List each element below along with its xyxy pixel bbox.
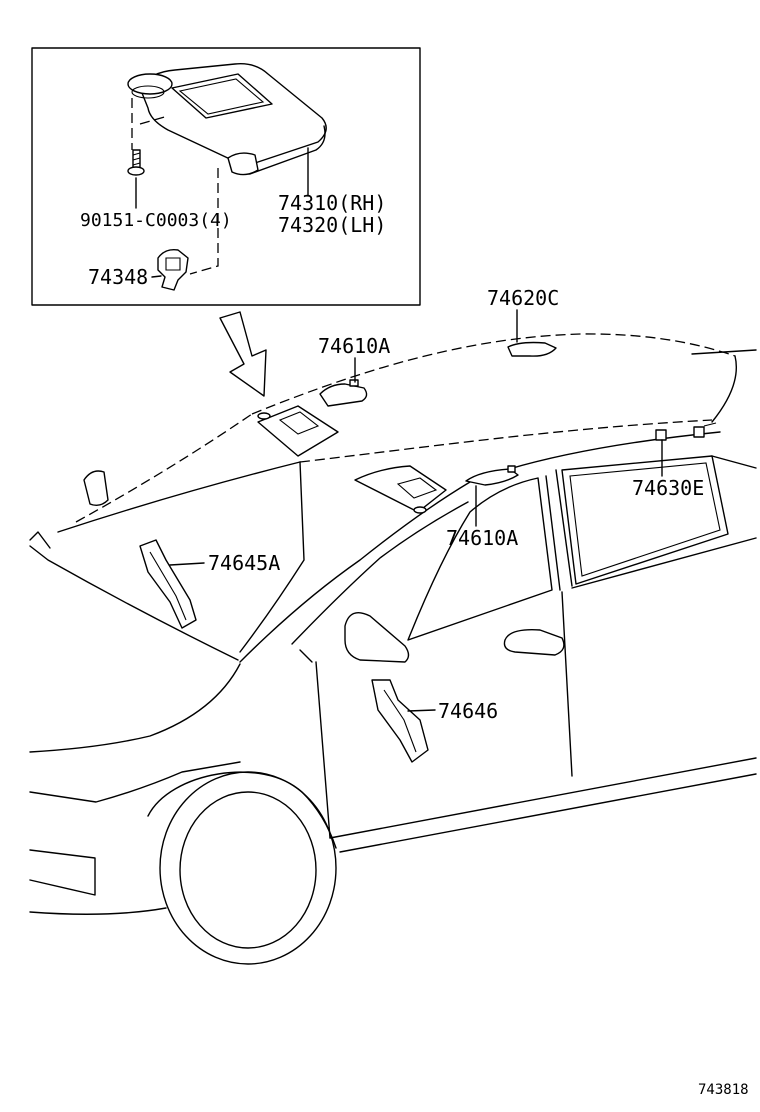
leader-visor-holder — [151, 275, 162, 278]
inset-screw-thread — [132, 152, 141, 166]
door-handle — [503, 629, 565, 656]
belt-line — [571, 537, 757, 589]
front-pillar-pad-detail — [149, 551, 187, 621]
front-wheel-rim — [179, 791, 317, 949]
rearview-mirror — [83, 470, 109, 507]
assist-grip-rear — [507, 341, 557, 357]
sun-visor-rh-mirror — [278, 411, 320, 435]
inset-holder-assembly-line — [189, 168, 219, 275]
sun-visor-rh — [257, 405, 339, 457]
inset-vanity-mirror — [171, 73, 273, 119]
callout-sun-visor-rh: 74310(RH) — [278, 191, 386, 215]
sun-visor-rh-clip — [257, 412, 271, 420]
a-pillar-inner — [291, 501, 469, 645]
windshield-header — [75, 413, 253, 523]
hood-front-edge — [29, 663, 241, 753]
inset-visor-holder-detail — [165, 257, 181, 271]
callout-center-pillar-pad: 74646 — [438, 699, 498, 723]
roof-clip-rear — [693, 426, 705, 438]
vehicle-body — [29, 333, 757, 965]
callout-assist-grip-front-upper: 74610A — [318, 334, 390, 358]
windshield-inner-top — [57, 461, 301, 533]
callout-clip: 74630E — [632, 476, 704, 500]
callout-assist-grip-front-lower: 74610A — [446, 526, 518, 550]
roof-side-rail — [299, 419, 713, 463]
roof-rear-edge — [711, 355, 737, 423]
center-pillar-pad-detail — [383, 689, 417, 753]
windshield-lower-edge — [29, 545, 239, 661]
assist-grip-front-lower-clip — [507, 465, 516, 473]
diagram-id: 743818 — [698, 1082, 749, 1098]
inset-visor-hinge — [227, 152, 259, 176]
headlight — [29, 849, 96, 896]
leader-center-pillar-pad — [407, 709, 436, 712]
rear-door-window-inner — [569, 462, 721, 577]
outside-mirror — [344, 612, 410, 663]
inset-visor-clip-base — [131, 85, 165, 99]
callout-assist-grip-rear: 74620C — [487, 286, 559, 310]
roof-rear-line — [691, 349, 757, 355]
roof-clip-line — [703, 422, 717, 427]
front-door-window — [407, 477, 553, 641]
sun-visor-lh-clip — [413, 506, 427, 514]
a-pillar-outer — [239, 431, 721, 663]
front-pillar-pad — [139, 539, 197, 629]
inset-clip-assembly-line — [139, 115, 169, 125]
front-tire — [159, 771, 337, 965]
cowl-corner — [29, 531, 51, 549]
front-door-rear-edge — [561, 591, 573, 777]
inset-visor-clip — [127, 73, 173, 95]
sun-visor-lh — [354, 465, 447, 513]
bumper-lower — [29, 907, 167, 915]
leader-front-pillar-pad — [169, 562, 205, 566]
sun-visor-lh-mirror — [396, 477, 438, 499]
b-pillar-front — [545, 475, 561, 591]
far-a-pillar — [239, 461, 305, 653]
detail-pointer-arrow — [219, 311, 267, 397]
inset-frame — [31, 47, 421, 306]
inset-detail: 74310(RH) 74320(LH) 90151-C0003(4) 74348 — [31, 47, 421, 306]
roof-clip-front — [655, 429, 667, 441]
assist-grip-front-upper — [319, 383, 368, 407]
c-pillar-edge — [711, 455, 757, 469]
callout-visor-holder: 74348 — [88, 265, 148, 289]
center-pillar-pad — [371, 679, 429, 763]
inset-vanity-mirror-inner — [178, 78, 265, 115]
roof-outline — [251, 333, 736, 415]
fender-line — [29, 761, 241, 803]
wheel-arch — [147, 771, 337, 849]
callout-sun-visor-lh: 74320(LH) — [278, 213, 386, 237]
assist-grip-front-lower — [465, 468, 519, 486]
rocker-panel-lower — [339, 773, 757, 853]
front-door-frame-front — [299, 649, 313, 663]
inset-screw-head — [127, 166, 145, 176]
rocker-panel-upper — [329, 757, 757, 839]
assist-grip-front-upper-clip — [349, 379, 359, 387]
b-pillar-rear — [555, 469, 573, 587]
callout-front-pillar-pad: 74645A — [208, 551, 280, 575]
installed-parts: 74620C 74610A 74630E 74645A 74610A 74646 — [139, 286, 717, 763]
front-door-front-edge — [315, 661, 331, 839]
callout-visor-screw: 90151-C0003(4) — [80, 210, 232, 231]
